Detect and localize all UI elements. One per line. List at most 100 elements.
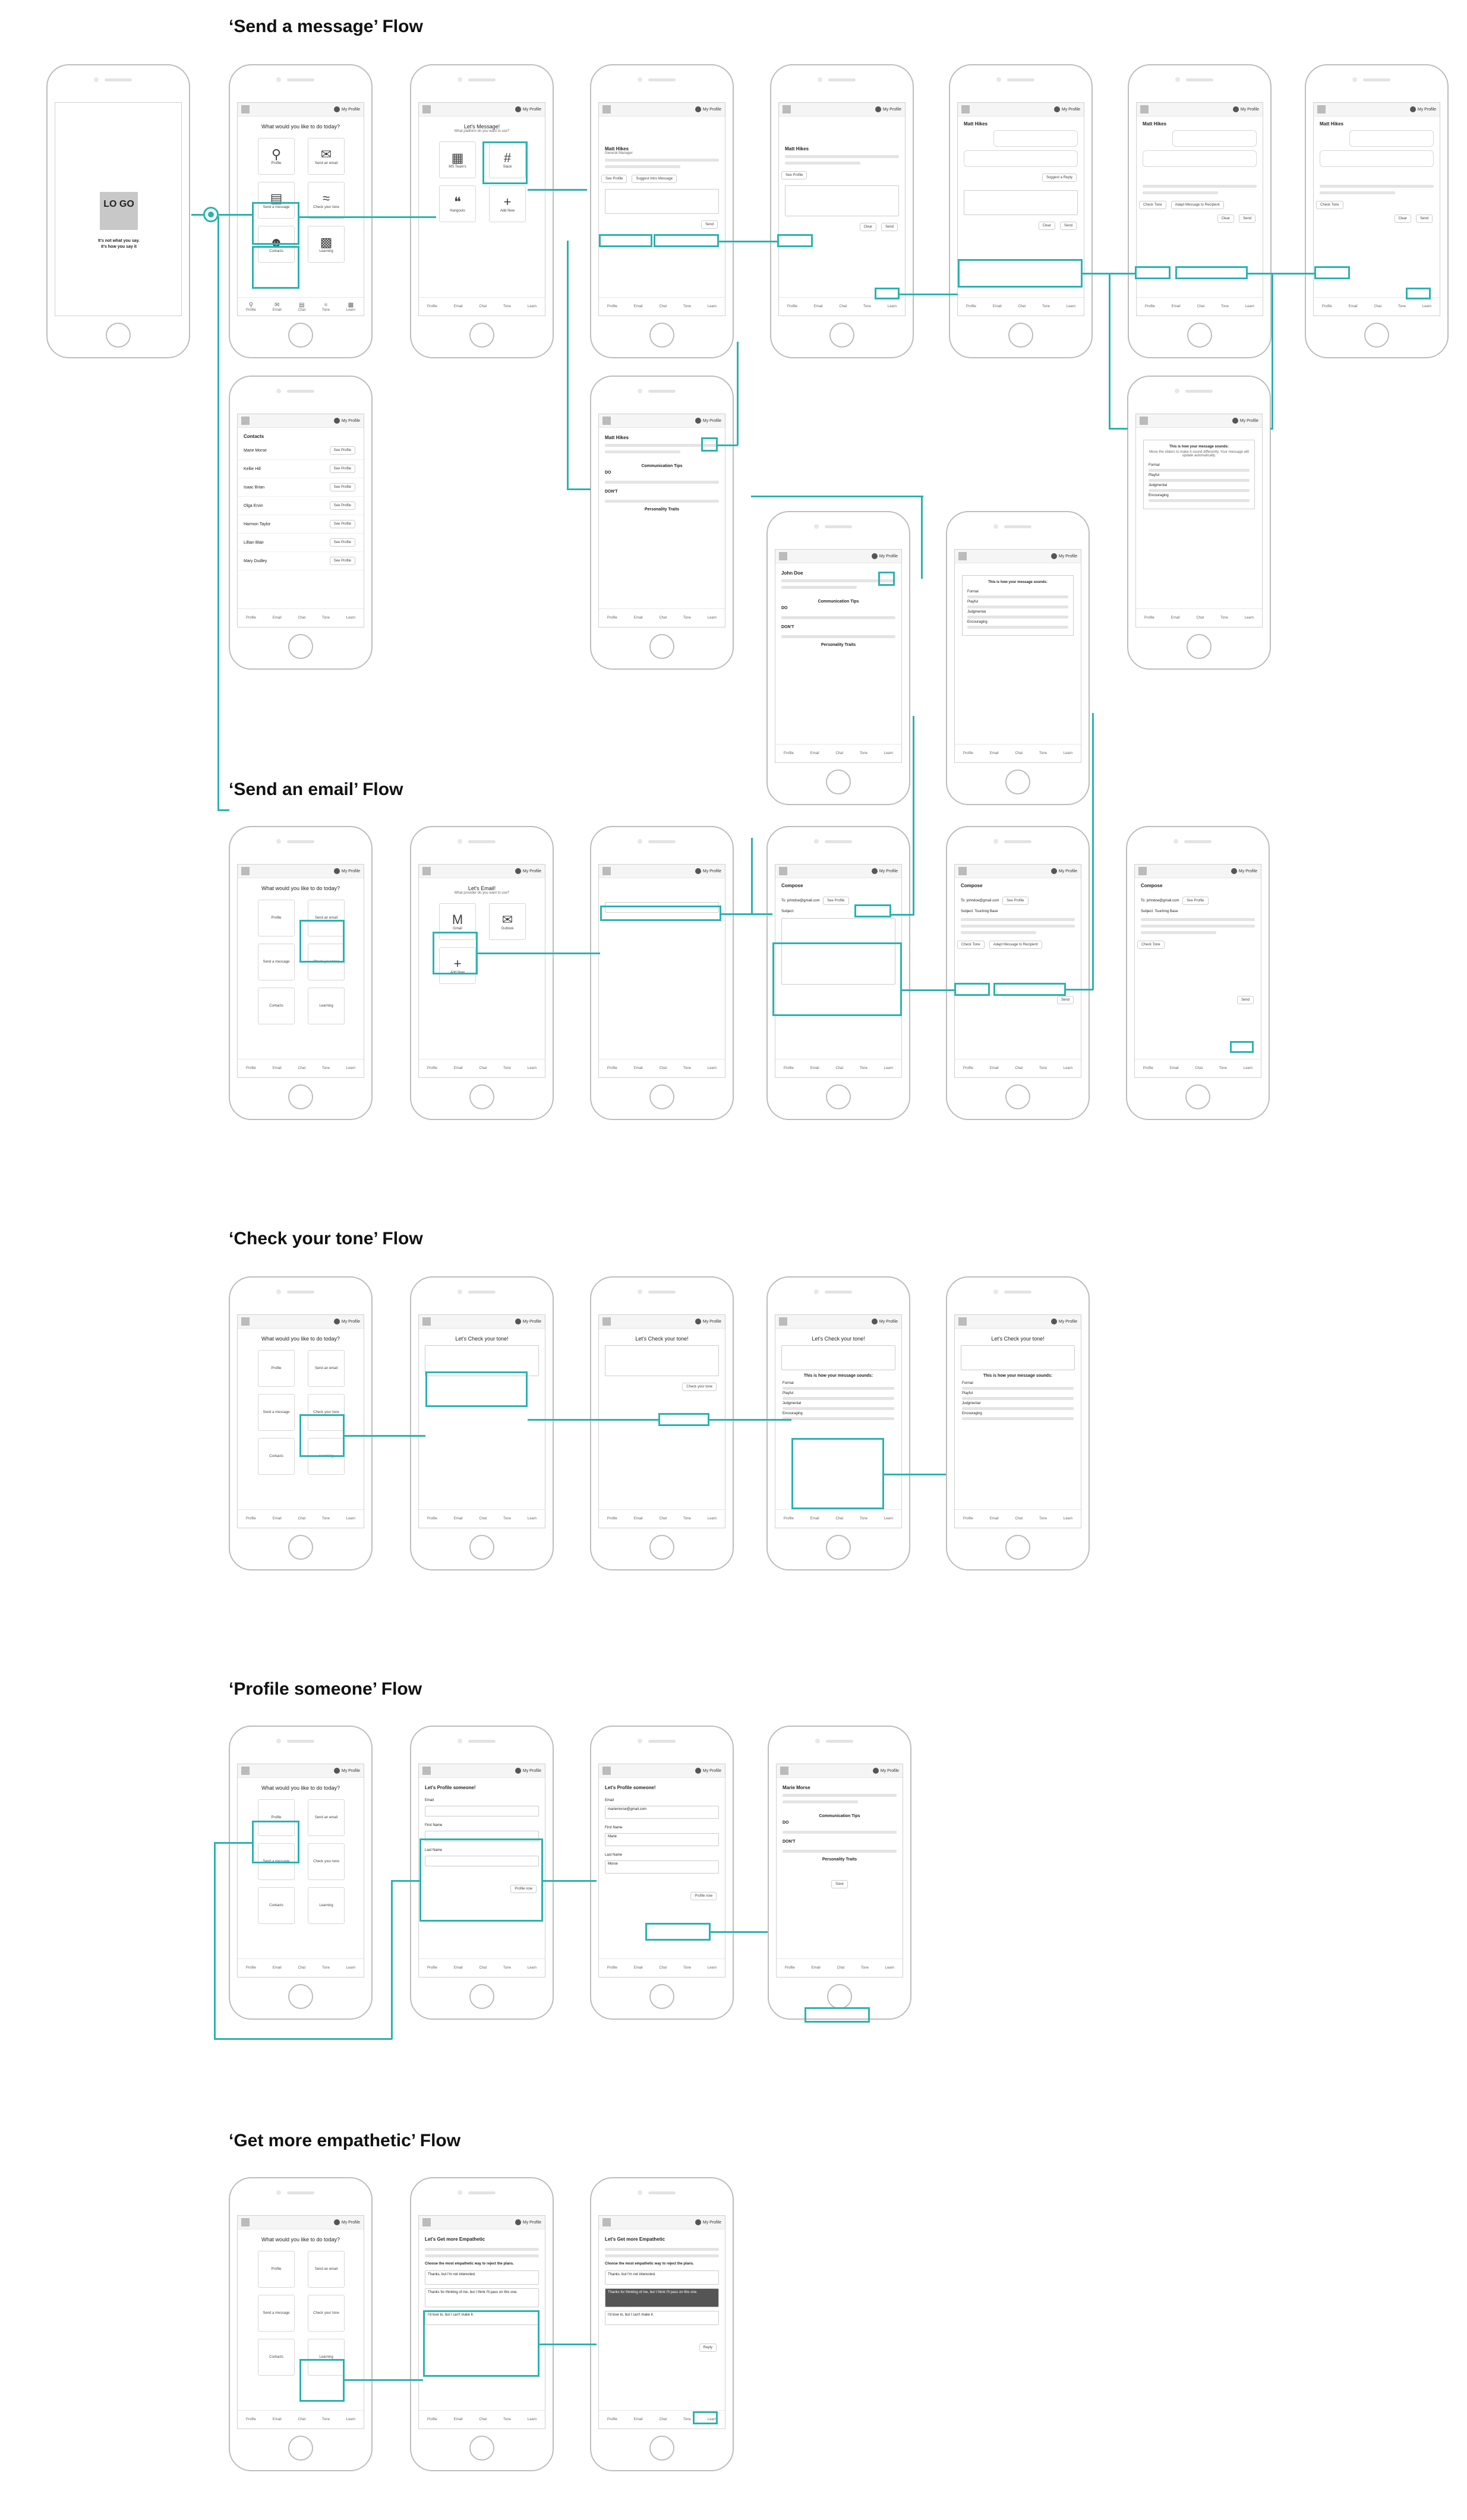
check-tone-button[interactable]: Check Tone [1137,941,1165,949]
tile-send-message[interactable]: Send a message [258,2295,295,2332]
tile-profile[interactable]: Profile [258,2251,295,2288]
last-name-input[interactable]: Morse [605,1860,719,1874]
nav-learn[interactable]: ▩Learn [346,301,356,312]
email-to-input[interactable] [605,902,719,913]
tile-profile[interactable]: Profile [258,1350,295,1387]
my-profile-link[interactable]: My Profile [522,107,541,112]
home-button[interactable] [1187,323,1212,348]
platform-add-new[interactable]: +Add New [489,185,526,222]
first-name-input[interactable] [425,1831,539,1841]
save-button[interactable]: Save [831,1880,848,1888]
tile-check-tone[interactable]: ≈Check your tone [308,182,345,219]
tile-send-message[interactable]: Send a message [258,944,295,980]
email-to-value[interactable]: johndoe@gmail.com [787,899,820,903]
empathy-option-selected[interactable]: Thanks for thinking of me, but I think I… [605,2288,719,2307]
reply-button[interactable]: Reply [699,2344,717,2352]
send-button[interactable]: Send [881,223,898,231]
nav-tone[interactable]: ≈Tone [321,301,330,312]
send-button[interactable]: Send [701,220,718,229]
send-button[interactable]: Send [1059,222,1077,230]
nav-chat[interactable]: ▤Chat [298,301,306,312]
send-button[interactable]: Send [1415,215,1433,223]
send-button[interactable]: Send [1238,215,1255,223]
see-profile-button[interactable]: See Profile [601,175,627,183]
home-button[interactable] [469,1084,494,1109]
home-button[interactable] [826,1535,851,1560]
empathy-option[interactable]: Thanks, but I'm not interested. [425,2270,539,2285]
tile-check-tone[interactable]: Check your tone [308,2295,345,2332]
tone-input[interactable] [781,1345,895,1370]
check-tone-button[interactable]: Check Tone [1316,201,1343,209]
profile-now-button[interactable]: Profile now [510,1885,537,1893]
adapt-message-button[interactable]: Adapt Message to Recipient [989,941,1042,949]
email-body-input[interactable] [781,918,895,985]
tile-profile[interactable]: Profile [258,900,295,936]
tone-input[interactable] [961,1345,1075,1370]
tile-contacts[interactable]: Contacts [258,1438,295,1475]
home-button[interactable] [649,323,674,348]
send-button[interactable]: Send [1056,996,1074,1004]
tone-input[interactable] [605,1345,719,1376]
home-button[interactable] [826,769,851,794]
home-button[interactable] [649,1984,674,2009]
my-profile-link[interactable]: My Profile [341,107,360,112]
home-button[interactable] [288,634,313,659]
home-button[interactable] [469,2436,494,2461]
home-button[interactable] [1187,634,1212,659]
home-button[interactable] [649,1535,674,1560]
clear-button[interactable]: Clear [859,223,876,231]
message-input[interactable] [785,185,899,216]
home-button[interactable] [1185,1084,1210,1109]
home-button[interactable] [649,634,674,659]
tile-send-email[interactable]: Send an email [308,1350,345,1387]
see-profile-button[interactable]: See Profile [823,897,849,905]
message-input[interactable] [605,189,719,214]
tile-check-tone[interactable]: Check your tone [308,1394,345,1431]
platform-ms-teams[interactable]: ▦MS Team's [439,141,476,178]
home-button[interactable] [649,2436,674,2461]
home-button[interactable] [827,1984,852,2009]
tile-learning[interactable]: ▩Learning [308,226,345,263]
nav-email[interactable]: ✉Email [272,301,282,312]
home-button[interactable] [826,1084,851,1109]
nav-profile[interactable]: ⚲Profile [245,301,256,312]
home-button[interactable] [469,1984,494,2009]
home-button[interactable] [288,2436,313,2461]
profile-now-button[interactable]: Profile now [690,1892,717,1900]
home-button[interactable] [288,323,313,348]
suggest-reply-button[interactable]: Suggest a Reply [1042,174,1077,182]
subject-value[interactable]: Touching Base [974,910,998,913]
tile-contacts[interactable]: Contacts [258,2339,295,2376]
see-profile-button[interactable]: See Profile [781,171,807,179]
suggest-intro-button[interactable]: Suggest Intro Message [632,175,677,183]
home-button[interactable] [469,323,494,348]
last-name-input[interactable] [425,1856,539,1866]
home-button[interactable] [1005,1084,1030,1109]
tile-send-email[interactable]: Send an email [308,2251,345,2288]
check-tone-button[interactable]: Check Tone [957,941,985,949]
tile-check-tone[interactable]: Check your tone [308,1843,345,1880]
tile-send-email[interactable]: Send an email [308,900,345,936]
empathy-option[interactable]: I'd love to, but I can't make it. [605,2311,719,2325]
check-your-tone-button[interactable]: Check your tone [682,1383,717,1391]
message-input[interactable] [964,190,1078,215]
email-input[interactable] [425,1806,539,1816]
home-button[interactable] [649,1084,674,1109]
home-button[interactable] [1005,1535,1030,1560]
clear-button[interactable]: Clear [1394,215,1411,223]
send-button[interactable]: Send [1236,996,1254,1004]
tone-input[interactable] [425,1345,539,1376]
home-button[interactable] [288,1535,313,1560]
home-button[interactable] [288,1984,313,2009]
platform-hangouts[interactable]: ❝Hangouts [439,185,476,222]
clear-button[interactable]: Clear [1038,222,1055,230]
home-button[interactable] [1364,323,1389,348]
tile-send-message[interactable]: ▤Send a message [258,182,295,219]
tile-learning[interactable]: Learning [308,2339,345,2376]
